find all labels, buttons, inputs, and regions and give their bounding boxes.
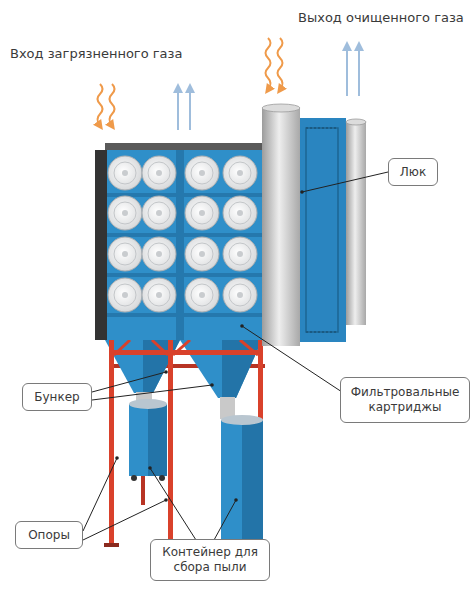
dirty-gas-arrow bbox=[110, 84, 115, 126]
cabinet-shelf bbox=[107, 233, 262, 237]
wheel bbox=[131, 475, 137, 481]
support-leg bbox=[109, 340, 114, 545]
clean-gas-arrow bbox=[177, 88, 179, 130]
callout-label: Опоры bbox=[28, 528, 70, 543]
filter-cartridge bbox=[185, 278, 219, 312]
access-hatch bbox=[306, 128, 338, 332]
filter-cartridge bbox=[142, 237, 176, 271]
cabinet-side bbox=[95, 150, 107, 340]
support-brace bbox=[109, 350, 263, 355]
filter-cartridge bbox=[223, 156, 257, 190]
leader-line bbox=[302, 172, 388, 192]
leader-dot bbox=[164, 370, 168, 374]
callout-box: Люк bbox=[388, 158, 438, 186]
filter-cartridge bbox=[108, 156, 142, 190]
filter-cartridge bbox=[142, 278, 176, 312]
leader-dot bbox=[164, 498, 168, 502]
leader-line bbox=[242, 326, 342, 392]
leader-dots bbox=[115, 190, 304, 502]
dust-container-shade bbox=[148, 404, 167, 476]
leader-dot bbox=[210, 383, 214, 387]
leader-line bbox=[92, 372, 166, 392]
filter-cartridge bbox=[223, 237, 257, 271]
filter-cartridge bbox=[223, 278, 257, 312]
support-brace bbox=[114, 340, 258, 355]
filter-cartridge bbox=[108, 237, 142, 271]
filter-cartridge bbox=[223, 196, 257, 230]
callout-box: Бункер bbox=[22, 383, 92, 411]
clean-gas-arrow bbox=[189, 88, 191, 130]
leader-line bbox=[92, 385, 212, 400]
leader-line bbox=[83, 458, 117, 531]
filter-cartridge bbox=[185, 156, 219, 190]
flow-label: Вход загрязненного газа bbox=[10, 46, 182, 61]
cabinet-shelf bbox=[107, 313, 262, 317]
cabinet-divider bbox=[176, 150, 184, 340]
callout-label: Бункер bbox=[34, 390, 79, 405]
dust-container-lid bbox=[129, 399, 167, 409]
leader-dot bbox=[148, 466, 152, 470]
filter-cartridge bbox=[108, 196, 142, 230]
clean-gas-duct bbox=[262, 108, 300, 346]
leader-dot bbox=[115, 456, 119, 460]
callout-box: Фильтровальные картриджы bbox=[340, 377, 470, 423]
filter-cartridge bbox=[185, 196, 219, 230]
filter-cartridge bbox=[185, 237, 219, 271]
callout-label: Люк bbox=[400, 165, 426, 180]
dust-container bbox=[129, 404, 167, 476]
hatch-bolts bbox=[306, 128, 338, 332]
filter-cartridge bbox=[142, 156, 176, 190]
dirty-gas-arrow bbox=[266, 38, 271, 90]
duct-top bbox=[346, 119, 366, 125]
dust-container bbox=[221, 420, 263, 546]
dust-container-lid bbox=[221, 415, 263, 425]
dirty-gas-arrow bbox=[278, 38, 283, 90]
clean-gas-arrow bbox=[346, 46, 348, 96]
dirty-gas-arrow bbox=[98, 84, 103, 126]
leader-dot bbox=[234, 498, 238, 502]
side-duct bbox=[346, 122, 366, 325]
leader-line bbox=[83, 500, 166, 540]
hopper-shade bbox=[222, 340, 262, 398]
support-leg bbox=[168, 340, 173, 545]
cabinet-top bbox=[105, 143, 262, 150]
cabinet-front bbox=[107, 150, 262, 340]
duct-top bbox=[262, 104, 300, 112]
flow-label: Выход очищенного газа bbox=[298, 10, 464, 25]
side-panel bbox=[300, 118, 346, 342]
filter-cartridge bbox=[142, 196, 176, 230]
clean-gas-arrow bbox=[358, 46, 360, 96]
leader-line bbox=[214, 500, 236, 540]
leader-lines bbox=[83, 172, 388, 540]
support-foot bbox=[104, 543, 119, 547]
leader-dot bbox=[240, 324, 244, 328]
callout-box: Опоры bbox=[15, 521, 83, 549]
cabinet-shelf bbox=[107, 273, 262, 277]
callout-box: Контейнер для сбора пыли bbox=[150, 539, 270, 581]
callout-label: Фильтровальные картриджы bbox=[344, 385, 466, 415]
filter-cartridge bbox=[108, 278, 142, 312]
dust-container-shade bbox=[242, 420, 263, 546]
leader-line bbox=[150, 468, 196, 540]
wheel bbox=[159, 475, 165, 481]
callout-label: Контейнер для сбора пыли bbox=[154, 545, 266, 575]
leader-dot bbox=[300, 190, 304, 194]
